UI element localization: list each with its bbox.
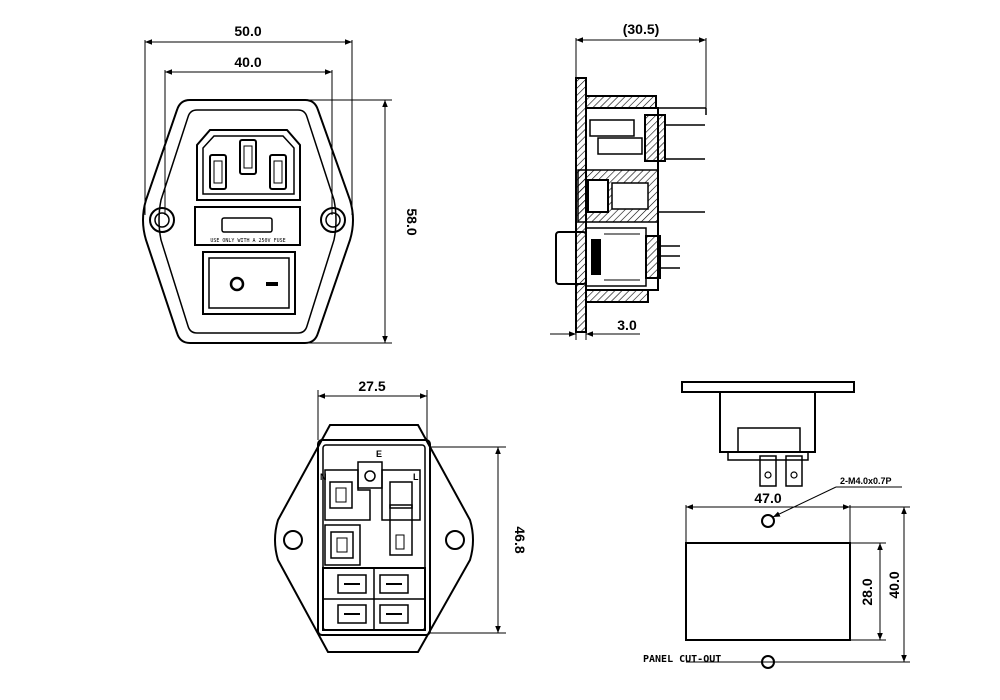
mount-hole-right bbox=[320, 207, 346, 233]
dim-label-40-cutout: 40.0 bbox=[886, 571, 902, 598]
rear-flange bbox=[274, 424, 474, 653]
dim-label-30-5: (30.5) bbox=[623, 21, 660, 37]
rear-view bbox=[274, 390, 506, 653]
fuse-drawer bbox=[194, 206, 301, 246]
rear-mount-hole-right bbox=[445, 530, 465, 550]
label-line: L bbox=[413, 472, 419, 482]
top-flange bbox=[681, 381, 855, 393]
fuse-warning-text: USE ONLY WITH A 250V FUSE bbox=[210, 238, 285, 244]
dim-label-46-8: 46.8 bbox=[512, 526, 528, 553]
panel-cutout-label: PANEL CUT-OUT bbox=[643, 654, 721, 665]
line-slot bbox=[269, 154, 287, 190]
mount-hole-left bbox=[149, 207, 175, 233]
front-view bbox=[142, 39, 392, 344]
rocker-switch bbox=[202, 251, 296, 315]
rear-body bbox=[317, 439, 431, 636]
earth-terminal bbox=[357, 461, 383, 489]
neutral-terminal bbox=[329, 481, 353, 509]
screw-spec-label: 2-M4.0x0.7P bbox=[840, 476, 892, 486]
dim-label-3: 3.0 bbox=[617, 317, 637, 333]
iec-inlet bbox=[196, 129, 301, 201]
cutout-view bbox=[685, 486, 910, 669]
dim-label-27-5: 27.5 bbox=[358, 378, 385, 394]
rear-mount-hole-left bbox=[283, 530, 303, 550]
top-view bbox=[681, 381, 855, 487]
tab-terminal-2 bbox=[785, 455, 803, 487]
switch-off-mark bbox=[229, 276, 245, 292]
dim-label-28: 28.0 bbox=[859, 578, 875, 605]
label-earth: E bbox=[376, 449, 382, 459]
line-terminal bbox=[389, 481, 413, 509]
tab-terminal-1 bbox=[759, 455, 777, 487]
earth-slot bbox=[239, 139, 257, 175]
neutral-slot bbox=[209, 154, 227, 190]
screw-hole-bottom bbox=[761, 655, 775, 669]
front-flange bbox=[142, 99, 354, 344]
dim-label-58: 58.0 bbox=[404, 208, 420, 235]
dim-label-47: 47.0 bbox=[754, 490, 781, 506]
label-neutral: N bbox=[320, 472, 327, 482]
screw-hole-top bbox=[761, 514, 775, 528]
dim-label-40: 40.0 bbox=[234, 54, 261, 70]
side-view bbox=[550, 37, 707, 340]
panel-cutout bbox=[685, 542, 851, 641]
dim-label-50: 50.0 bbox=[234, 23, 261, 39]
